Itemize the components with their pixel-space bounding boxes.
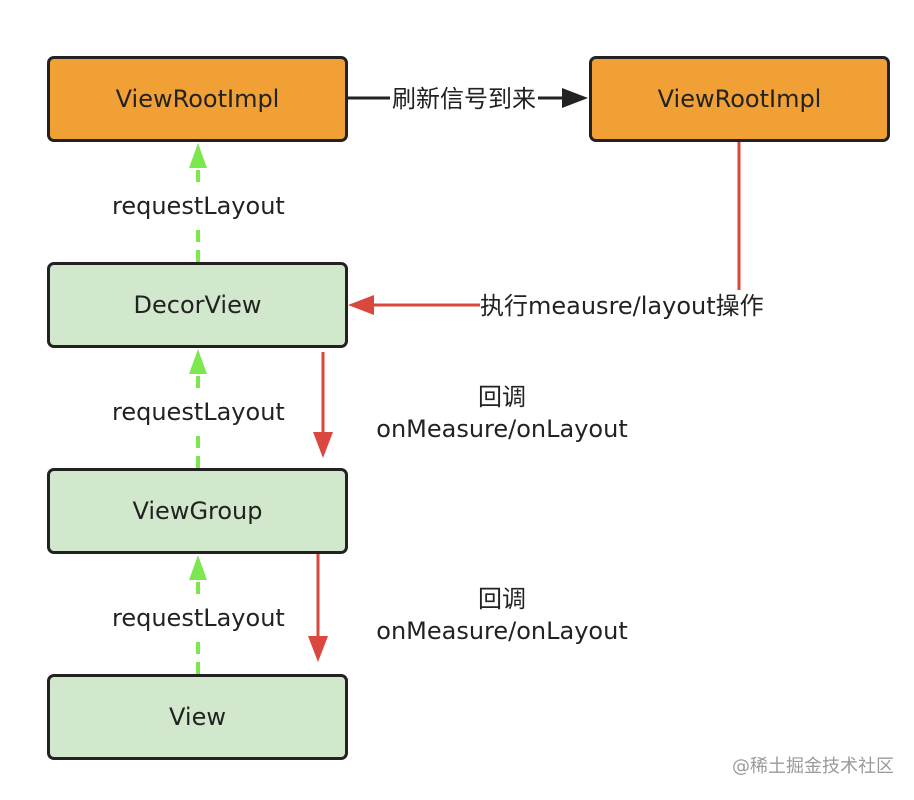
request-layout-label-2: requestLayout	[112, 396, 285, 428]
execute-measure-layout-label: 执行meausre/layout操作	[480, 290, 764, 322]
refresh-signal-label: 刷新信号到来	[390, 83, 538, 115]
watermark-text: @稀土掘金技术社区	[732, 756, 894, 777]
request-layout-label-3: requestLayout	[112, 602, 285, 634]
viewrootimpl-right-node: ViewRootImpl	[589, 56, 890, 142]
callback-label-2-line1: 回调	[372, 583, 632, 615]
callback-arrowhead-2	[308, 636, 328, 662]
callback-label-1-line2: onMeasure/onLayout	[372, 413, 632, 445]
viewrootimpl-left-label: ViewRootImpl	[115, 85, 280, 113]
decorview-label: DecorView	[133, 291, 262, 319]
request-layout-arrowhead-3	[189, 555, 207, 580]
callback-label-1-line1: 回调	[372, 381, 632, 413]
refresh-signal-arrowhead	[562, 88, 588, 108]
viewrootimpl-left-node: ViewRootImpl	[47, 56, 348, 142]
viewgroup-node: ViewGroup	[47, 468, 348, 554]
viewgroup-label: ViewGroup	[132, 497, 263, 525]
execute-arrowhead	[348, 295, 374, 315]
decorview-node: DecorView	[47, 262, 348, 348]
callback-arrowhead-1	[313, 432, 333, 458]
view-node: View	[47, 674, 348, 760]
viewrootimpl-right-label: ViewRootImpl	[657, 85, 822, 113]
request-layout-label-1: requestLayout	[112, 190, 285, 222]
view-label: View	[169, 703, 226, 731]
callback-label-2-line2: onMeasure/onLayout	[372, 615, 632, 647]
request-layout-arrowhead-2	[189, 349, 207, 374]
request-layout-arrowhead-1	[189, 143, 207, 168]
